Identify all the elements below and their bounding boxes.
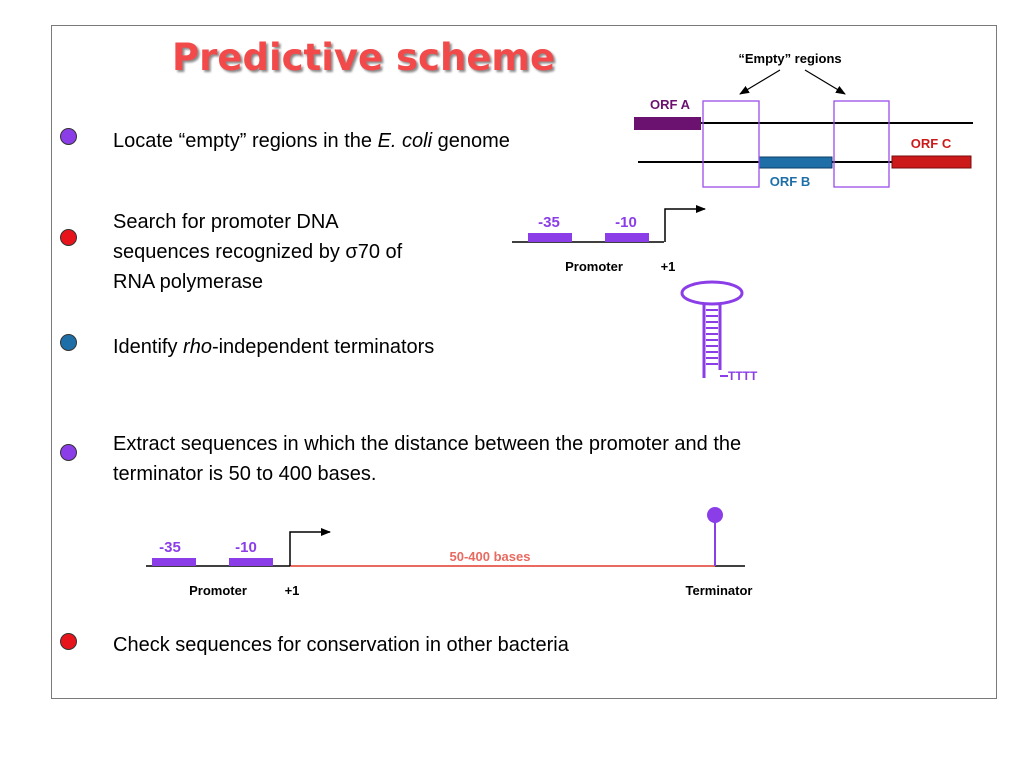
bullet-2-line-3: RNA polymerase — [113, 271, 264, 293]
bullet-2-dot — [60, 229, 77, 246]
distance-minus35-label: -35 — [159, 539, 181, 556]
distance-diagram: -35 -10 50-400 bases Promoter +1 Termina… — [146, 507, 752, 598]
bullet-1-italic: E. coli — [377, 130, 433, 152]
bullet-3-pre: Identify — [113, 336, 184, 358]
promoter-diagram: -35 -10 Promoter +1 — [512, 205, 706, 274]
bullet-5-text: Check sequences for conservation in othe… — [113, 634, 569, 656]
slide-title: Predictive scheme — [172, 36, 556, 79]
bullet-2-text: Search for promoter DNA sequences recogn… — [113, 207, 402, 297]
promoter-minus10-label: -10 — [615, 214, 637, 231]
hairpin-tttt-label: TTTT — [728, 369, 758, 383]
bullet-3-text: Identify rho-independent terminators — [113, 332, 434, 362]
bullet-3-post: -independent terminators — [211, 336, 435, 358]
bullet-4-dot — [60, 444, 77, 461]
orf-diagram: “Empty” regions ORF A ORF B ORF C — [634, 51, 973, 189]
distance-minus10-label: -10 — [235, 539, 257, 556]
orf-b-box — [758, 156, 833, 169]
empty-region-box-2 — [833, 100, 890, 188]
terminator-hairpin: TTTT — [680, 280, 758, 383]
promoter-tss-arrow — [664, 205, 706, 242]
orf-a-label: ORF A — [650, 97, 691, 112]
promoter-minus35-box — [528, 233, 572, 242]
bullet-1-text: Locate “empty” regions in the E. coli ge… — [113, 126, 510, 156]
bullet-2-line-1: Search for promoter DNA — [113, 211, 339, 233]
terminator-head — [707, 507, 723, 523]
orf-c-label: ORF C — [911, 136, 952, 151]
distance-terminator-label: Terminator — [686, 583, 753, 598]
bullet-2-line-2: sequences recognized by σ70 of — [113, 241, 403, 263]
bullet-3-dot — [60, 334, 77, 351]
bullet-4-line-2: terminator is 50 to 400 bases. — [113, 463, 377, 485]
orf-a-box — [634, 117, 701, 130]
empty-region-box-1 — [702, 100, 760, 188]
distance-minus35-box — [152, 558, 196, 566]
promoter-minus10-box — [605, 233, 649, 242]
bullet-4-text: Extract sequences in which the distance … — [113, 429, 741, 489]
bullet-5-dot — [60, 633, 77, 650]
empty-regions-label: “Empty” regions — [738, 51, 841, 66]
orf-b-label: ORF B — [770, 174, 810, 189]
slide-frame — [51, 25, 997, 699]
hairpin-loop — [680, 280, 744, 306]
distance-range-label: 50-400 bases — [450, 549, 531, 564]
promoter-label: Promoter — [565, 259, 623, 274]
bullet-1-post: genome — [432, 130, 510, 152]
distance-plus1-label: +1 — [285, 583, 300, 598]
bullet-1-dot — [60, 128, 77, 145]
orf-c-box — [891, 155, 972, 169]
hairpin-base-pairs — [706, 309, 718, 365]
promoter-minus35-label: -35 — [538, 214, 560, 231]
empty-arrow-right — [804, 69, 846, 95]
empty-arrow-left — [739, 69, 781, 95]
bullet-1-pre: Locate “empty” regions in the — [113, 130, 378, 152]
bullet-3-italic: rho — [183, 336, 212, 358]
promoter-plus1-label: +1 — [661, 259, 676, 274]
bullet-4-line-1: Extract sequences in which the distance … — [113, 433, 742, 455]
distance-promoter-label: Promoter — [189, 583, 247, 598]
distance-minus10-box — [229, 558, 273, 566]
distance-tss-arrow — [289, 528, 331, 566]
